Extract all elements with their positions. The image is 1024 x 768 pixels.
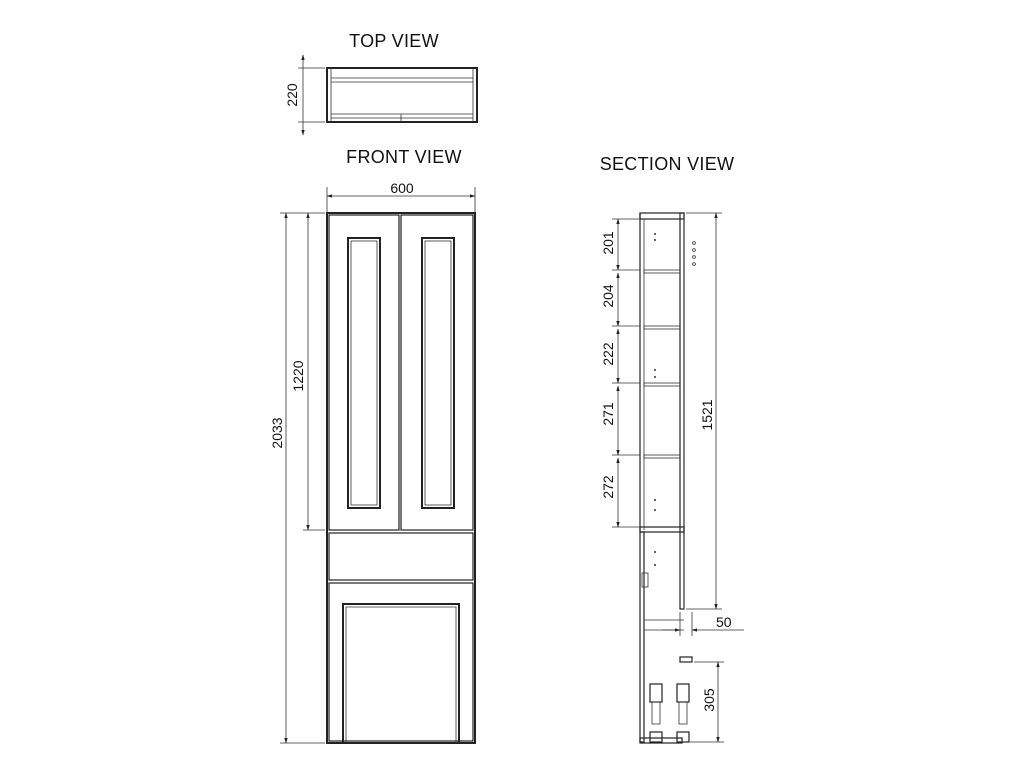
base-height-dimension: 305	[701, 688, 717, 712]
top-view-outline	[326, 67, 478, 123]
total-height-dimension: 2033	[269, 417, 285, 448]
section-top-panel	[639, 212, 685, 220]
lower-door	[328, 582, 474, 742]
upper-right-door	[400, 214, 474, 531]
top-depth-dimension: 220	[284, 83, 300, 107]
shelf-2	[643, 325, 681, 330]
shelf-4-dimension: 271	[600, 402, 616, 426]
front-view-title: FRONT VIEW	[346, 147, 462, 167]
shelf-1	[643, 269, 681, 274]
shelf-dimensions: 201 204 222 271 272	[600, 218, 640, 528]
shelf-3-dimension: 222	[600, 342, 616, 366]
upper-left-door-panel	[347, 237, 381, 509]
top-view-title: TOP VIEW	[349, 31, 439, 51]
back-offset-dimension: 50	[716, 614, 732, 630]
upper-left-door	[328, 214, 400, 531]
plinth-rail	[679, 656, 693, 663]
shelf-5-dimension: 272	[600, 475, 616, 499]
section-back-panel	[679, 212, 685, 610]
shelf-5	[639, 526, 685, 533]
section-lower-side	[639, 531, 645, 743]
cabinet-outline	[326, 212, 476, 744]
shelf-2-dimension: 204	[600, 284, 616, 308]
back-height-dimension: 1521	[699, 399, 715, 430]
adjustable-legs	[649, 683, 690, 743]
width-dimension: 600	[390, 180, 414, 196]
shelf-1-dimension: 201	[600, 231, 616, 255]
door-height-dimension: 1220	[290, 360, 306, 391]
section-view: SECTION VIEW	[600, 154, 744, 744]
shelf-3	[643, 382, 681, 387]
section-view-title: SECTION VIEW	[600, 154, 735, 174]
lower-door-panel	[342, 603, 460, 743]
drawer-front	[328, 532, 474, 581]
upper-right-door-panel	[421, 237, 455, 509]
shelf-4	[643, 454, 681, 459]
front-view: FRONT VIEW 600 2033 1220	[269, 147, 476, 744]
top-view: TOP VIEW 220	[284, 31, 478, 136]
